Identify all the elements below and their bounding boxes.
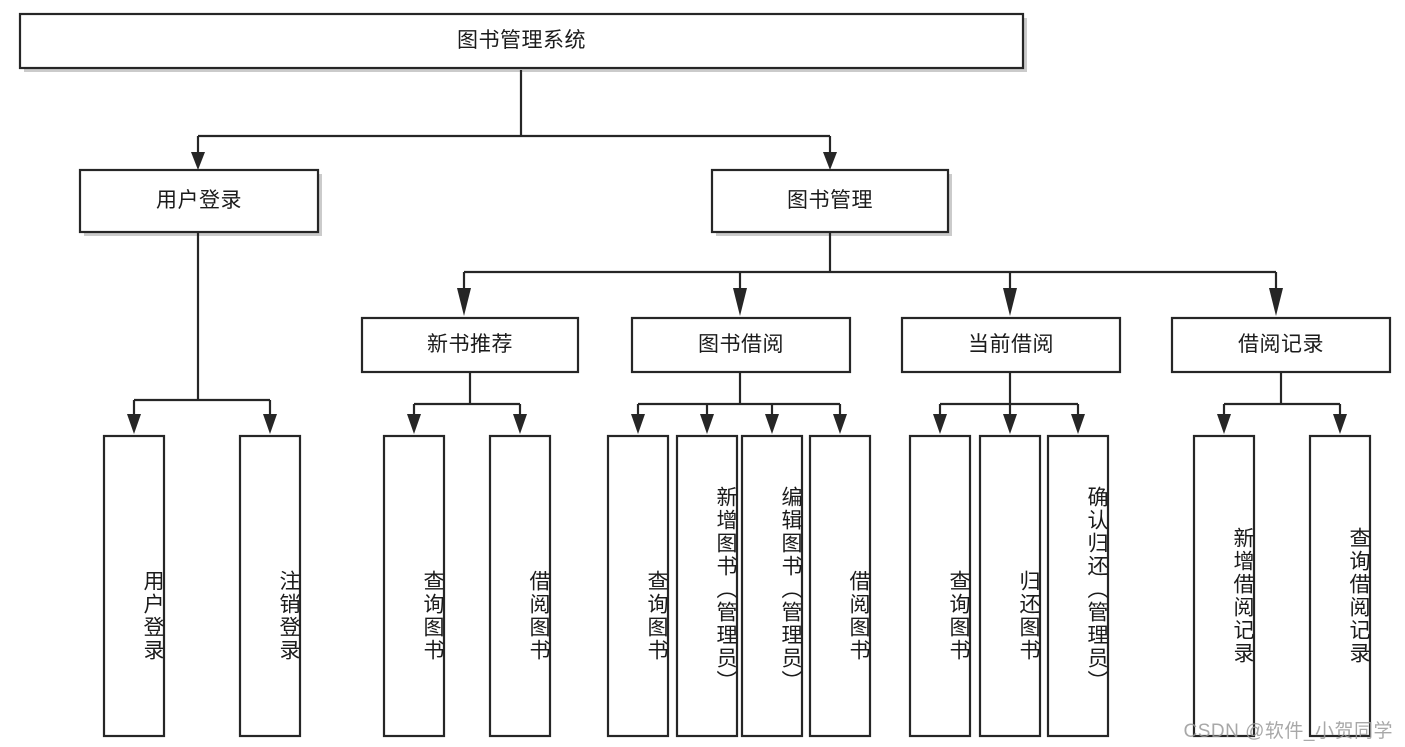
- arrow-head-l3-0: [457, 288, 471, 316]
- node-box-leaf-borrow-0[interactable]: [606, 434, 670, 738]
- node-box-leaf-user-login-0[interactable]: [102, 434, 166, 738]
- arrow-head-borrow-leaf-3: [833, 414, 847, 434]
- arrow-head-l2-0: [191, 152, 205, 170]
- arrow-head-l3-1: [733, 288, 747, 316]
- node-box-leaf-records-0[interactable]: [1192, 434, 1256, 738]
- node-box-borrow-records[interactable]: [1170, 316, 1392, 374]
- arrow-head-newbook-leaf-1: [513, 414, 527, 434]
- arrow-head-records-leaf-0: [1217, 414, 1231, 434]
- arrow-head-borrow-leaf-1: [700, 414, 714, 434]
- arrow-head-borrow-leaf-0: [631, 414, 645, 434]
- node-box-book-management[interactable]: [710, 168, 950, 234]
- node-box-leaf-current-1[interactable]: [978, 434, 1042, 738]
- arrow-head-current-leaf-1: [1003, 414, 1017, 434]
- node-box-leaf-current-2[interactable]: [1046, 434, 1110, 738]
- arrow-head-borrow-leaf-2: [765, 414, 779, 434]
- node-box-root[interactable]: [18, 12, 1025, 70]
- node-box-current-borrow[interactable]: [900, 316, 1122, 374]
- node-box-leaf-records-1[interactable]: [1308, 434, 1372, 738]
- node-box-user-login[interactable]: [78, 168, 320, 234]
- node-box-leaf-new-book-0[interactable]: [382, 434, 446, 738]
- arrow-head-current-leaf-2: [1071, 414, 1085, 434]
- arrow-head-l3-3: [1269, 288, 1283, 316]
- node-box-leaf-borrow-3[interactable]: [808, 434, 872, 738]
- arrow-head-userlogin-leaf-0: [127, 414, 141, 434]
- arrow-head-userlogin-leaf-1: [263, 414, 277, 434]
- arrow-head-records-leaf-1: [1333, 414, 1347, 434]
- node-box-new-book-recommend[interactable]: [360, 316, 580, 374]
- node-box-leaf-new-book-1[interactable]: [488, 434, 552, 738]
- node-box-leaf-current-0[interactable]: [908, 434, 972, 738]
- node-box-leaf-user-login-1[interactable]: [238, 434, 302, 738]
- node-box-leaf-borrow-2[interactable]: [740, 434, 804, 738]
- arrow-head-newbook-leaf-0: [407, 414, 421, 434]
- node-box-book-borrow[interactable]: [630, 316, 852, 374]
- arrow-head-l2-1: [823, 152, 837, 170]
- node-box-leaf-borrow-1[interactable]: [675, 434, 739, 738]
- arrow-head-l3-2: [1003, 288, 1017, 316]
- arrow-head-current-leaf-0: [933, 414, 947, 434]
